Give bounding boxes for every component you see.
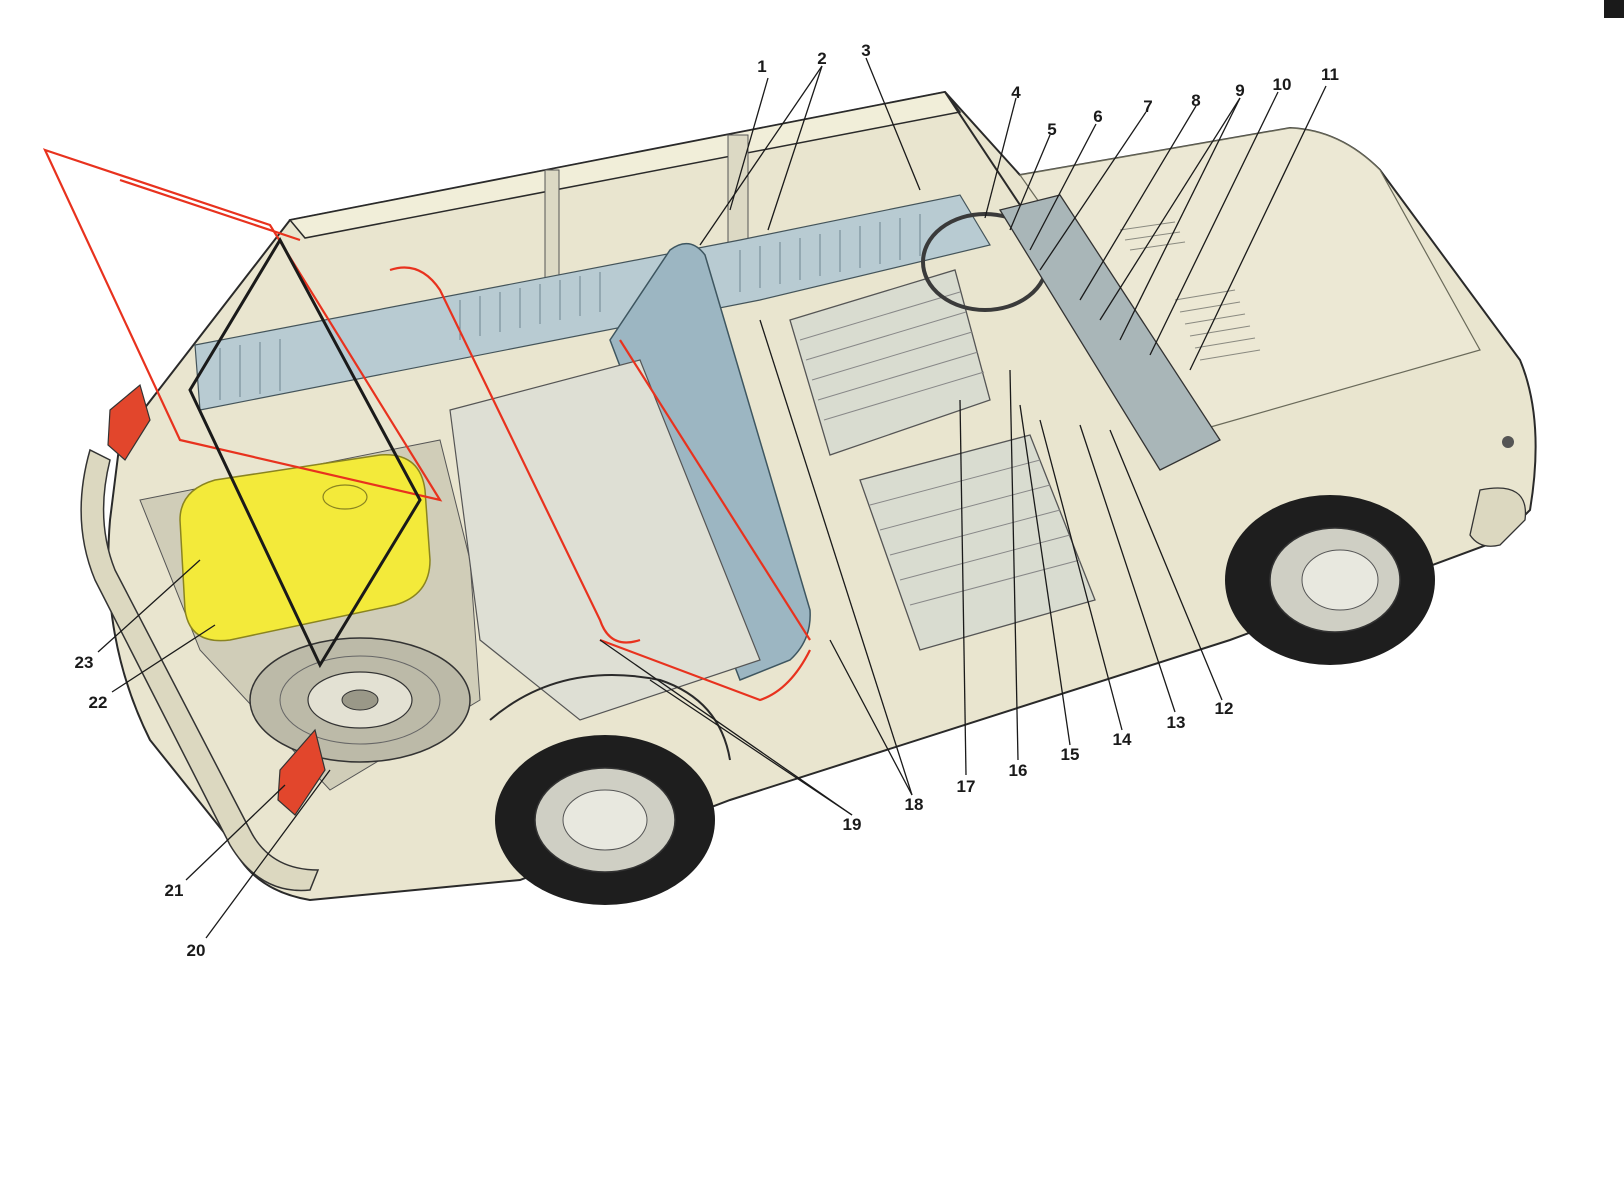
callout-6: 6 <box>1093 107 1102 126</box>
callout-17: 17 <box>957 777 976 796</box>
car-illustration <box>42 90 1537 905</box>
fuel-tank-cap <box>322 484 368 510</box>
door-trim-ribs <box>219 214 921 400</box>
driver-seat-pleats <box>799 291 985 421</box>
taillight-upper-icon <box>107 383 151 461</box>
driver-seat <box>789 269 991 456</box>
front-wheel-icon <box>1225 495 1435 665</box>
callout-13: 13 <box>1167 713 1186 732</box>
callout-20: 20 <box>187 941 206 960</box>
rear-bumper <box>80 448 320 892</box>
leader-lines <box>97 57 1327 939</box>
wiring-harness <box>42 148 811 702</box>
callout-11: 11 <box>1321 65 1339 84</box>
callout-3: 3 <box>861 41 870 60</box>
front-marker-light <box>1502 436 1514 448</box>
callout-2: 2 <box>817 49 826 68</box>
callout-12: 12 <box>1215 699 1234 718</box>
callout-23: 23 <box>75 653 94 672</box>
callout-10: 10 <box>1273 75 1292 94</box>
callout-16: 16 <box>1009 761 1028 780</box>
callout-18: 18 <box>905 795 924 814</box>
callout-labels: 1 2 3 4 5 6 7 8 9 10 11 12 13 14 15 16 1… <box>75 41 1339 960</box>
callout-21: 21 <box>165 881 184 900</box>
front-bumper <box>1469 487 1527 547</box>
callout-8: 8 <box>1191 91 1200 110</box>
rear-wheel-arch <box>489 674 731 761</box>
callout-14: 14 <box>1113 730 1132 749</box>
tailgate-frame <box>188 236 422 669</box>
windshield-pillar <box>944 91 1021 206</box>
callout-9: 9 <box>1235 81 1244 100</box>
callout-7: 7 <box>1143 97 1152 116</box>
dashboard <box>998 194 1221 471</box>
callout-5: 5 <box>1047 120 1056 139</box>
callout-19: 19 <box>843 815 862 834</box>
callout-22: 22 <box>89 693 108 712</box>
taillight-lower-icon <box>277 728 326 816</box>
roof-rail <box>288 91 962 239</box>
corner-mark <box>1604 0 1624 18</box>
callout-1: 1 <box>757 57 766 76</box>
spare-wheel-icon <box>249 637 471 763</box>
c-pillar <box>544 169 560 281</box>
rear-seat-cushion <box>449 359 761 721</box>
callout-15: 15 <box>1061 745 1080 764</box>
callout-4: 4 <box>1011 83 1021 102</box>
rear-wheel-icon <box>495 735 715 905</box>
hood-panel <box>1018 127 1481 431</box>
rear-seat-back <box>609 242 811 681</box>
